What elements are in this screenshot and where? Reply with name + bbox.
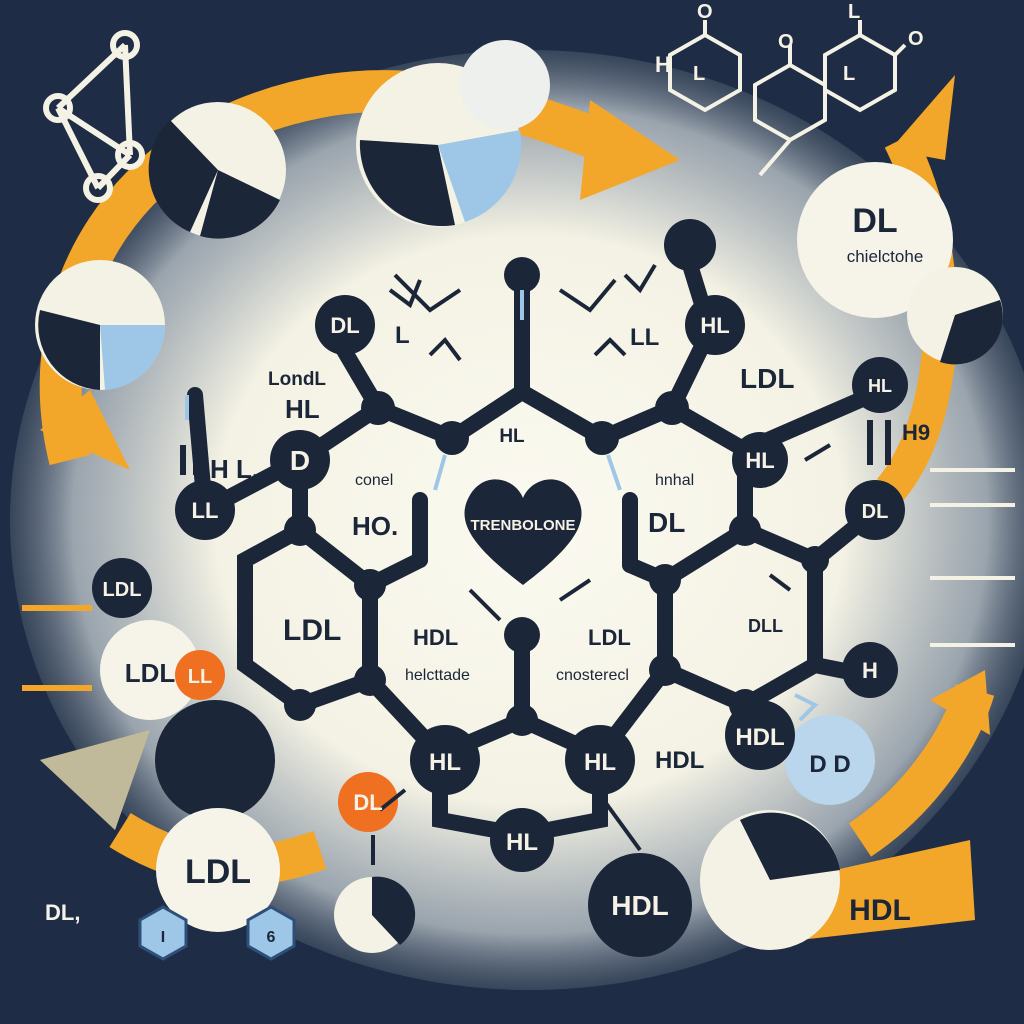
bottom-right-arrow-head xyxy=(930,670,990,735)
formula-label-o2: O xyxy=(778,31,794,53)
formula-label-l3: L xyxy=(843,63,855,85)
ldl-bottom-sphere xyxy=(156,808,280,932)
top-sphere-small xyxy=(460,40,550,130)
bottom-hexagons xyxy=(138,905,296,961)
label-ldl-left: LDL xyxy=(125,658,176,688)
node-hl-2: HL xyxy=(584,749,616,776)
node-hl-right: HL xyxy=(868,376,892,396)
label-dll: DLL xyxy=(748,616,783,636)
heart-icon xyxy=(464,479,582,585)
node-hl-bottom: HL xyxy=(506,829,538,856)
label-hl-left: HL xyxy=(285,394,320,424)
spheres xyxy=(35,40,1003,957)
label-londl: LondL xyxy=(268,369,326,390)
node-dl-right: DL xyxy=(862,501,889,523)
formula-label-l1: L xyxy=(693,63,705,85)
right-arrow-head xyxy=(890,75,955,160)
bottom-dark-sphere xyxy=(155,700,275,820)
node-dl-left: DL xyxy=(330,313,359,338)
node-hl-right2: HL xyxy=(745,448,774,473)
label-ldl-right: LDL xyxy=(740,363,794,394)
bar-glyphs xyxy=(180,420,891,475)
labels: H O L O L L O DL chielctohe D DL L LL HL… xyxy=(45,1,930,946)
node-hl-top: HL xyxy=(700,313,729,338)
label-dl-orange: DL xyxy=(353,790,382,815)
decorative-strokes xyxy=(371,263,832,865)
label-hdl-ring: HDL xyxy=(413,625,458,650)
node-h: H xyxy=(862,658,878,683)
label-cnosterecl: cnosterecl xyxy=(556,667,629,684)
label-ll: LL xyxy=(630,324,659,351)
node-ldl-left: LDL xyxy=(103,579,142,601)
label-l: L xyxy=(395,322,410,349)
network-icon xyxy=(43,30,145,203)
formula-label-o1: O xyxy=(697,1,713,23)
label-hl-center: HL xyxy=(499,426,525,447)
hdl-bottom-sphere xyxy=(588,853,692,957)
top-arrow-head xyxy=(580,100,680,200)
dl-sphere xyxy=(797,162,953,318)
node-ll-left: LL xyxy=(192,498,219,523)
hex-label-2: 6 xyxy=(267,929,276,946)
formula-label-o3: O xyxy=(908,28,924,50)
labeled-nodes xyxy=(175,219,908,872)
bottom-left-arrow-head-tint xyxy=(40,730,150,830)
left-dash-2 xyxy=(22,685,92,691)
ldl-left-top-node xyxy=(92,558,152,618)
heart-label: TRENBOLONE xyxy=(471,517,576,534)
dl-subtitle: chielctohe xyxy=(847,247,924,266)
label-dd: D D xyxy=(809,751,850,778)
right-edge-arrows xyxy=(930,468,1015,647)
node-hl-1: HL xyxy=(429,749,461,776)
label-h9: H9 xyxy=(902,420,930,445)
left-dash-1 xyxy=(22,605,92,611)
formula-label-l2: L xyxy=(848,1,860,23)
ldl-left-sphere xyxy=(100,620,200,720)
label-dl-center: DL xyxy=(648,507,685,538)
top-right-formula xyxy=(668,20,907,177)
atom-nodes xyxy=(284,257,829,736)
label-ho: HO. xyxy=(352,511,398,541)
label-ldl-bottom: LDL xyxy=(185,853,251,891)
label-hdl-banner: HDL xyxy=(849,894,911,927)
label-ldl-ring: LDL xyxy=(283,614,341,647)
label-hnhal: hnhal xyxy=(655,472,694,489)
left-arrow-head xyxy=(40,390,130,470)
dd-sphere xyxy=(785,715,875,805)
formula-label-h: H xyxy=(655,52,671,77)
top-d-label: D xyxy=(681,232,703,265)
node-d: D xyxy=(290,445,310,476)
ll-orange-node xyxy=(175,650,225,700)
light-blue-strokes xyxy=(185,290,819,722)
label-h-l: H L, xyxy=(210,454,259,484)
hdl-banner xyxy=(790,840,975,940)
label-helcttade: helcttade xyxy=(405,667,470,684)
node-hdl-right: HDL xyxy=(735,724,784,751)
label-dl5: DL, xyxy=(45,900,80,925)
label-conel: conel xyxy=(355,472,393,489)
hex-label-1: I xyxy=(161,929,165,946)
label-ll-orange: LL xyxy=(188,666,212,688)
label-ldl-ring2: LDL xyxy=(588,625,631,650)
dl-title: DL xyxy=(852,202,897,240)
label-hdl-mid: HDL xyxy=(655,747,704,774)
label-hdl-bottom: HDL xyxy=(611,890,669,921)
